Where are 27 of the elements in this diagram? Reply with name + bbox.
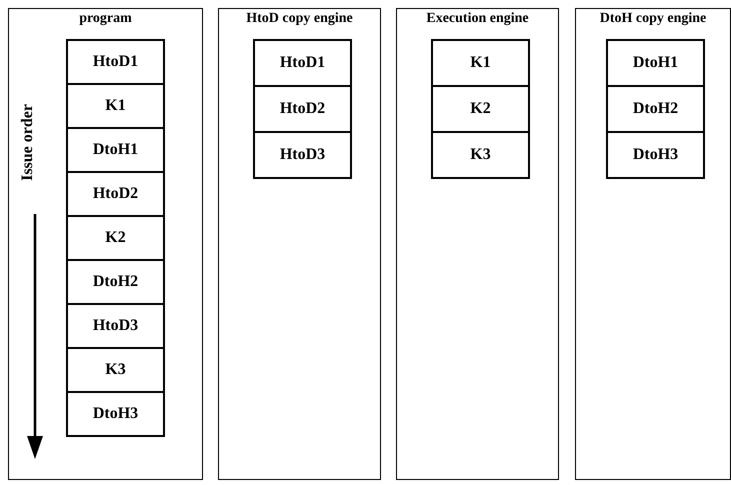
task-box: K1: [431, 39, 530, 87]
task-box: DtoH2: [606, 85, 705, 133]
task-box: DtoH1: [606, 39, 705, 87]
axis-label: Issue order: [19, 104, 37, 181]
panel-title: Execution engine: [425, 11, 530, 27]
panel-title: DtoH copy engine: [598, 11, 708, 27]
task-box: K3: [66, 347, 165, 393]
task-box: DtoH2: [66, 259, 165, 305]
engine-panel: [575, 8, 731, 480]
task-box: DtoH1: [66, 127, 165, 173]
panel-title: program: [78, 11, 133, 27]
task-box: HtoD1: [253, 39, 352, 87]
task-box: HtoD2: [66, 171, 165, 217]
task-box: HtoD2: [253, 85, 352, 133]
task-box: K3: [431, 131, 530, 179]
task-box: K1: [66, 83, 165, 129]
task-box: K2: [431, 85, 530, 133]
task-box: K2: [66, 215, 165, 261]
panel-title: HtoD copy engine: [245, 11, 354, 27]
task-box: DtoH3: [606, 131, 705, 179]
engine-panel: [218, 8, 381, 480]
task-box: HtoD3: [253, 131, 352, 179]
task-box: DtoH3: [66, 391, 165, 437]
engine-panel: [8, 8, 203, 480]
task-box: HtoD1: [66, 39, 165, 85]
task-box: HtoD3: [66, 303, 165, 349]
engine-panel: [396, 8, 559, 480]
